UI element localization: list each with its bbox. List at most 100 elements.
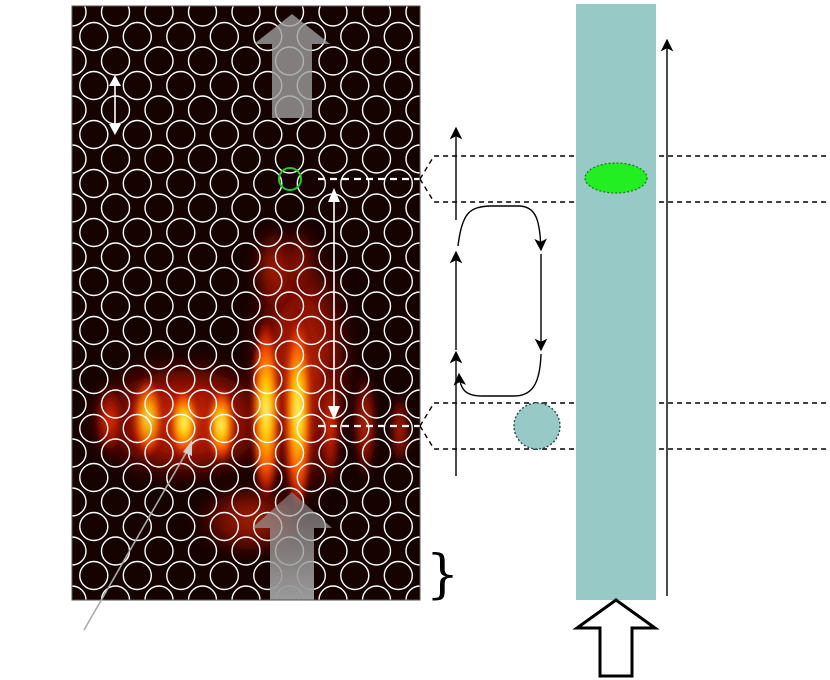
air-hole bbox=[209, 168, 240, 199]
feedback-loop-bottom bbox=[453, 353, 542, 397]
air-hole bbox=[209, 413, 240, 444]
air-hole bbox=[405, 95, 420, 125]
air-hole bbox=[296, 364, 326, 395]
air-hole bbox=[405, 438, 420, 468]
air-hole bbox=[253, 364, 283, 395]
air-hole bbox=[361, 536, 392, 566]
air-hole bbox=[209, 70, 240, 101]
field-map-panel bbox=[72, 6, 420, 600]
air-hole bbox=[187, 242, 218, 272]
air-hole bbox=[231, 46, 261, 76]
air-hole bbox=[340, 266, 370, 297]
air-hole bbox=[209, 21, 240, 52]
air-hole bbox=[187, 144, 218, 174]
air-hole bbox=[100, 487, 131, 517]
bottom-beam-arrow bbox=[252, 492, 332, 600]
air-hole bbox=[361, 487, 392, 517]
air-hole bbox=[318, 487, 348, 517]
waveguide-strip bbox=[576, 4, 656, 600]
air-hole bbox=[100, 46, 131, 76]
air-hole bbox=[361, 438, 392, 468]
air-hole bbox=[122, 70, 153, 101]
air-hole bbox=[187, 193, 218, 223]
air-hole bbox=[253, 462, 283, 493]
air-hole bbox=[318, 144, 348, 174]
air-hole bbox=[209, 511, 240, 542]
air-hole bbox=[144, 291, 174, 321]
air-hole bbox=[122, 315, 153, 346]
air-hole bbox=[405, 389, 420, 419]
right-brace-icon: } bbox=[426, 545, 459, 605]
air-hole bbox=[361, 585, 392, 600]
air-hole bbox=[405, 6, 420, 27]
air-hole bbox=[79, 119, 109, 150]
air-hole bbox=[209, 266, 240, 297]
air-hole bbox=[296, 119, 326, 150]
air-hole bbox=[166, 266, 196, 297]
air-hole bbox=[144, 242, 174, 272]
air-hole-lattice bbox=[72, 6, 420, 600]
air-hole bbox=[340, 413, 370, 444]
air-hole bbox=[405, 193, 420, 223]
air-hole bbox=[209, 364, 240, 395]
air-hole bbox=[72, 340, 87, 370]
air-hole bbox=[405, 144, 420, 174]
field-frame bbox=[71, 5, 421, 601]
air-hole bbox=[231, 536, 261, 566]
air-hole bbox=[72, 438, 87, 468]
air-hole bbox=[144, 46, 174, 76]
cavity-spacing-arrow bbox=[328, 188, 340, 420]
air-hole bbox=[231, 95, 261, 125]
air-hole bbox=[274, 144, 305, 174]
air-hole bbox=[209, 119, 240, 150]
air-hole bbox=[361, 95, 392, 125]
air-hole bbox=[383, 119, 413, 150]
air-hole bbox=[79, 21, 109, 52]
air-hole bbox=[166, 168, 196, 199]
air-hole bbox=[144, 95, 174, 125]
air-hole bbox=[296, 168, 326, 199]
air-hole bbox=[405, 536, 420, 566]
air-hole bbox=[231, 242, 261, 272]
air-hole bbox=[383, 560, 413, 591]
air-hole bbox=[144, 340, 174, 370]
air-hole bbox=[383, 217, 413, 248]
air-hole bbox=[72, 193, 87, 223]
air-hole bbox=[383, 168, 413, 199]
air-hole bbox=[100, 340, 131, 370]
air-hole bbox=[166, 560, 196, 591]
air-hole bbox=[144, 585, 174, 600]
air-hole bbox=[383, 70, 413, 101]
air-hole bbox=[274, 193, 305, 223]
air-hole bbox=[318, 585, 348, 600]
air-hole bbox=[209, 462, 240, 493]
air-hole bbox=[340, 21, 370, 52]
air-hole bbox=[405, 46, 420, 76]
air-hole bbox=[166, 70, 196, 101]
air-hole bbox=[383, 364, 413, 395]
air-hole bbox=[383, 413, 413, 444]
air-hole bbox=[79, 266, 109, 297]
air-hole bbox=[231, 585, 261, 600]
air-hole bbox=[166, 413, 196, 444]
air-hole bbox=[253, 119, 283, 150]
air-hole bbox=[100, 193, 131, 223]
air-hole bbox=[318, 95, 348, 125]
air-hole bbox=[122, 364, 153, 395]
air-hole bbox=[340, 119, 370, 150]
vertical-double-arrow-icon bbox=[109, 75, 121, 135]
air-hole bbox=[318, 536, 348, 566]
air-hole bbox=[72, 291, 87, 321]
air-hole bbox=[405, 487, 420, 517]
air-hole bbox=[166, 511, 196, 542]
air-hole bbox=[166, 217, 196, 248]
air-hole bbox=[122, 413, 153, 444]
air-hole bbox=[79, 413, 109, 444]
air-hole bbox=[253, 413, 283, 444]
air-hole bbox=[100, 389, 131, 419]
air-hole bbox=[405, 340, 420, 370]
air-hole bbox=[231, 389, 261, 419]
air-hole bbox=[79, 70, 109, 101]
air-hole bbox=[405, 291, 420, 321]
air-hole bbox=[231, 340, 261, 370]
